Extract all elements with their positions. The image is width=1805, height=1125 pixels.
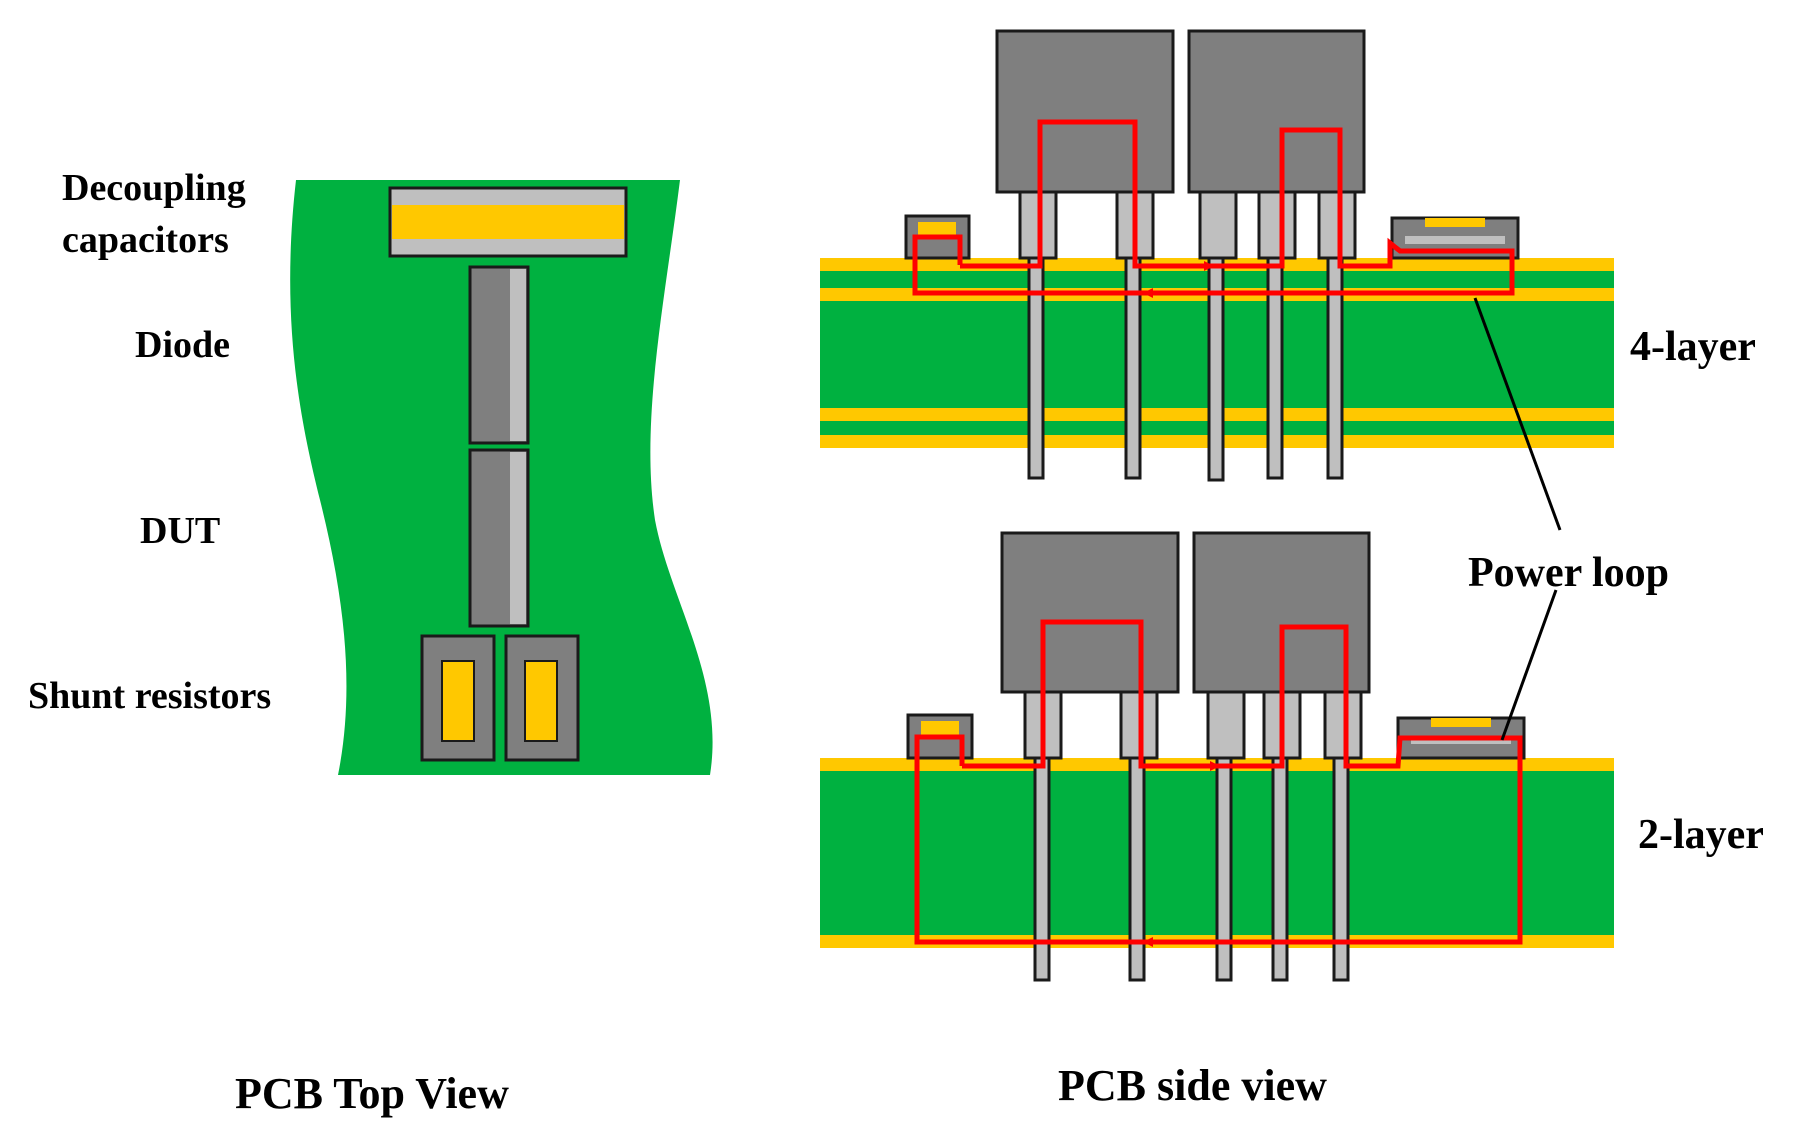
two-layer-dut-body	[1192, 531, 1371, 694]
side-view-caption: PCB side view	[1058, 1061, 1327, 1110]
power-loop-label: Power loop	[1468, 550, 1669, 596]
decoupling-capacitors-label-line2: capacitors	[62, 219, 229, 261]
four-layer-side-view: 4-layer	[820, 29, 1756, 482]
decoupling-capacitors-label-line1: Decoupling	[62, 167, 246, 209]
four-layer-leads	[1027, 256, 1344, 482]
power-loop-callout: Power loop	[1468, 297, 1669, 741]
power-loop-leader-upper	[1473, 297, 1562, 531]
shunt-resistors-label: Shunt resistors	[28, 675, 271, 717]
diode-package	[468, 265, 530, 445]
shunt-resistor-left	[420, 634, 496, 762]
pcb-top-view: Decoupling capacitors Diode DUT Shunt re…	[28, 167, 713, 1118]
four-layer-dut-body	[1187, 29, 1366, 194]
two-layer-lead-tops	[1023, 690, 1363, 760]
four-layer-diode-body	[995, 29, 1175, 194]
decoupling-capacitor	[388, 186, 628, 258]
two-layer-leads	[1033, 756, 1350, 982]
two-layer-label: 2-layer	[1638, 812, 1764, 858]
four-layer-lead-tops	[1018, 190, 1357, 260]
two-layer-diode-body	[1000, 531, 1180, 694]
dut-package	[468, 448, 530, 628]
power-loop-leader-lower	[1500, 589, 1558, 741]
diode-label: Diode	[135, 324, 230, 366]
two-layer-power-loop	[914, 619, 1523, 945]
top-view-caption: PCB Top View	[235, 1069, 509, 1118]
shunt-resistor-right	[504, 634, 580, 762]
four-layer-label: 4-layer	[1630, 324, 1756, 370]
two-layer-side-view: 2-layer	[820, 531, 1764, 982]
dut-label: DUT	[140, 510, 220, 552]
four-layer-power-loop	[912, 119, 1515, 296]
